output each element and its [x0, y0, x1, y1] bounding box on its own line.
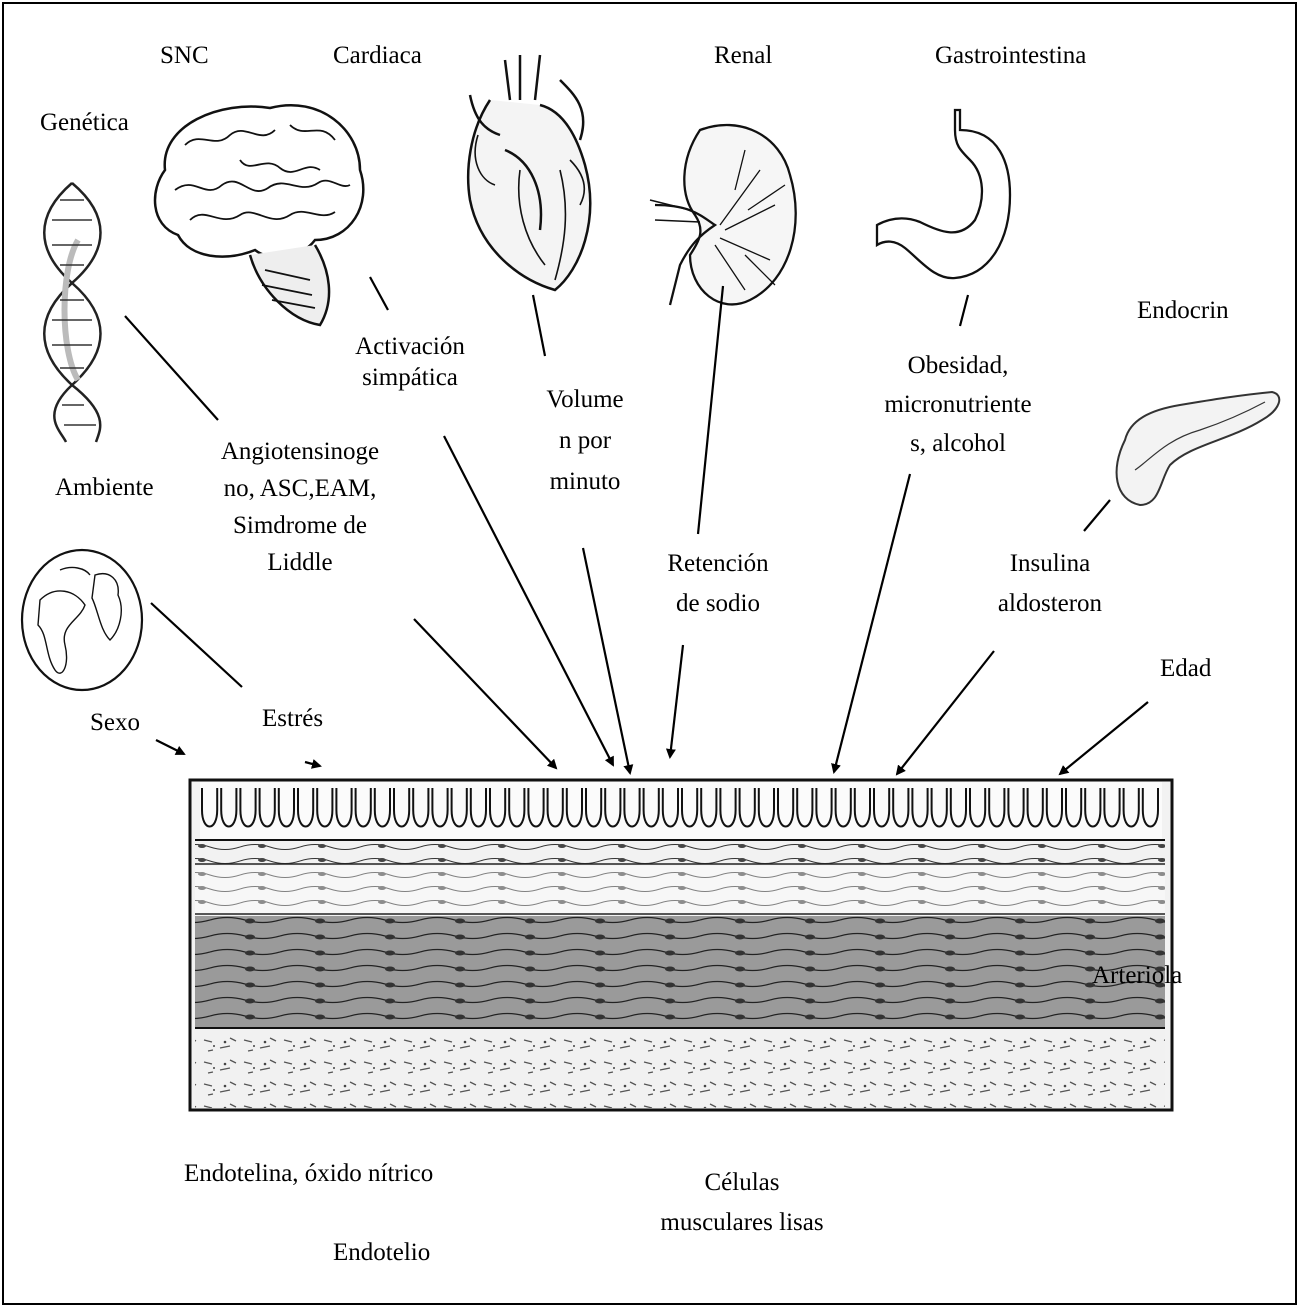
arrow-angiotensinogeno — [414, 619, 556, 768]
label-estres: Estrés — [262, 703, 323, 734]
obesidad-line-1: Obesidad, — [858, 346, 1058, 385]
obesidad-line-2: micronutriente — [858, 385, 1058, 424]
arrow-insulina — [897, 651, 994, 774]
celulas-line-2: musculares lisas — [642, 1203, 842, 1243]
label-renal: Renal — [714, 40, 772, 71]
label-endotelio: Endotelio — [333, 1237, 430, 1268]
label-celulas-musculares-lisas: Células musculares lisas — [642, 1163, 842, 1243]
label-activacion-simpatica: Activación simpática — [335, 331, 485, 393]
arrow-obesidad — [834, 474, 910, 772]
angio-line-1: Angiotensinoge — [195, 433, 405, 470]
pancreas-icon — [1117, 392, 1280, 505]
angio-line-4: Liddle — [195, 544, 405, 581]
label-obesidad: Obesidad, micronutriente s, alcohol — [858, 346, 1058, 463]
volumen-line-2: n por — [520, 420, 650, 461]
insulina-line-1: Insulina — [970, 544, 1130, 584]
activacion-line-1: Activación — [335, 331, 485, 362]
label-genetica: Genética — [40, 107, 129, 138]
label-endocrin: Endocrin — [1137, 295, 1229, 326]
globe-icon — [22, 550, 142, 690]
label-sexo: Sexo — [90, 707, 140, 738]
label-volumen-por-minuto: Volume n por minuto — [520, 379, 650, 502]
angio-line-2: no, ASC,EAM, — [195, 470, 405, 507]
label-retencion-de-sodio: Retención de sodio — [638, 544, 798, 624]
arrow-sexo — [156, 740, 184, 754]
arteriole-wall — [190, 780, 1172, 1110]
retencion-line-2: de sodio — [638, 584, 798, 624]
stomach-icon — [877, 110, 1010, 278]
label-gastrointestina: Gastrointestina — [935, 40, 1086, 71]
arrow-retencion — [670, 645, 683, 757]
arrow-volumen — [583, 548, 630, 773]
label-arteriola: Arteriola — [1092, 960, 1182, 991]
obesidad-line-3: s, alcohol — [858, 424, 1058, 463]
kidney-icon — [650, 125, 796, 305]
brain-icon — [155, 105, 363, 325]
volumen-line-3: minuto — [520, 461, 650, 502]
label-snc: SNC — [160, 40, 209, 71]
arrow-edad — [1060, 702, 1148, 774]
label-angiotensinogeno: Angiotensinoge no, ASC,EAM, Simdrome de … — [195, 433, 405, 581]
label-cardiaca: Cardiaca — [333, 40, 422, 71]
celulas-line-1: Células — [642, 1163, 842, 1203]
retencion-line-1: Retención — [638, 544, 798, 584]
angio-line-3: Simdrome de — [195, 507, 405, 544]
dna-icon — [44, 183, 100, 442]
label-endotelina: Endotelina, óxido nítrico — [184, 1158, 433, 1189]
activacion-line-2: simpática — [335, 362, 485, 393]
heart-icon — [468, 55, 590, 290]
arrow-estres — [305, 762, 320, 766]
label-insulina-aldosteron: Insulina aldosteron — [970, 544, 1130, 624]
label-ambiente: Ambiente — [55, 472, 154, 503]
label-edad: Edad — [1160, 653, 1211, 684]
insulina-line-2: aldosteron — [970, 584, 1130, 624]
volumen-line-1: Volume — [520, 379, 650, 420]
